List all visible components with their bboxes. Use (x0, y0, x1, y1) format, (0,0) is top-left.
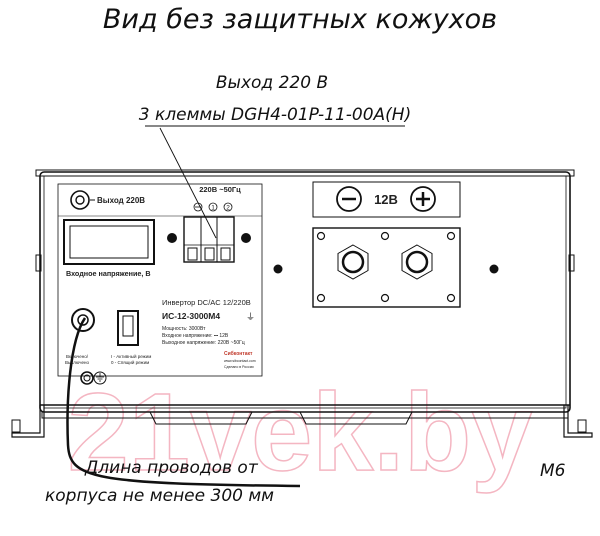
dc-plus-terminal[interactable] (410, 186, 436, 212)
mode-active: I - Активный режим (111, 353, 151, 359)
dc-voltage-label: 12В (374, 192, 398, 207)
screw (273, 264, 283, 274)
terminal-block[interactable] (167, 216, 251, 263)
ground-terminal[interactable] (80, 371, 107, 385)
output-label: Выход 220В (97, 196, 145, 205)
cable-gland (401, 244, 433, 280)
watermark: 21vek.by (68, 371, 533, 494)
cable-gland (337, 244, 369, 280)
note-line1: Длина проводов от (84, 458, 259, 478)
model-name: ИС-12-3000М4 (162, 311, 220, 321)
mode-sleep: 0 - Спящий режим (111, 359, 149, 365)
ground-marker-icon (193, 202, 203, 212)
product-name: Инвертор DC/AC 12/220В (162, 298, 251, 307)
ground-icon (93, 371, 107, 385)
brand-site: www.sibcontact.com (224, 359, 256, 363)
terminal-markers (193, 202, 233, 212)
terminal-number-1: 1 (211, 205, 215, 212)
made-in: Сделано в России (224, 365, 254, 369)
callout-line1: Выход 220 В (216, 73, 328, 93)
drawing-title: Вид без защитных кожухов (103, 4, 497, 35)
screw (489, 264, 499, 274)
note-line2: корпуса не менее 300 мм (45, 486, 274, 506)
voltage-display (63, 219, 155, 265)
dc-minus-terminal[interactable] (336, 186, 362, 212)
label-panel (57, 183, 263, 377)
display-label: Входное напряжение, В (66, 269, 151, 278)
breaker-knob[interactable] (71, 308, 95, 332)
plus-icon (416, 192, 430, 206)
callout-line2: 3 клеммы DGH4-01P-11-00A(H) (139, 105, 411, 125)
terminal-number-2: 2 (226, 205, 230, 212)
dc-terminal-box (312, 181, 461, 218)
brand-logo: Сибконтакт (224, 350, 253, 357)
callout-leader (159, 127, 217, 239)
inverter-symbol-icon: ⏚ (246, 312, 255, 322)
spec-output: Выходное напряжение: 220В ~50Гц (162, 340, 245, 346)
inverter-housing (11, 169, 593, 438)
output-socket[interactable] (70, 190, 95, 210)
switch-caption-1: Включено/ (66, 354, 89, 359)
power-switch[interactable] (117, 310, 139, 346)
output-wire (66, 317, 301, 488)
bolt-label: М6 (540, 461, 566, 481)
switch-caption-2: Выключено (65, 360, 89, 365)
spec-power: Мощность: 3000Вт (162, 326, 206, 332)
spec-input: Входное напряжение: ⎓ 12В (162, 333, 229, 339)
cable-gland-plate (312, 227, 461, 308)
terminal-label: 220В ~50Гц (199, 185, 241, 194)
